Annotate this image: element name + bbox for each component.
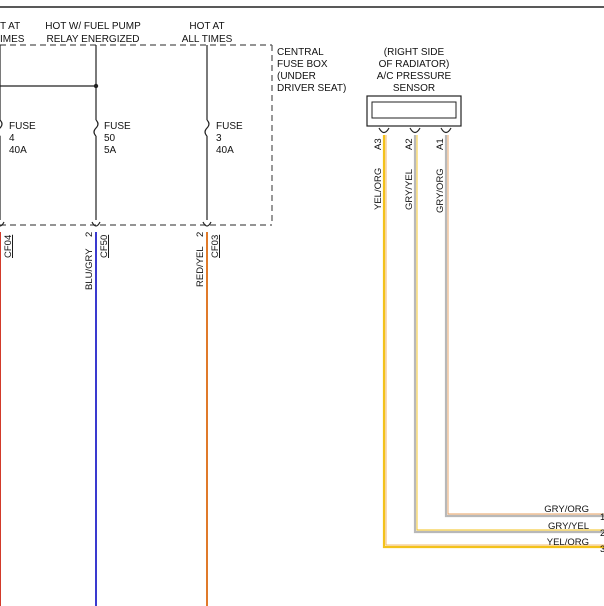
fuse-3-rating: 40A [216,145,234,156]
connector-cf03-pin: 2 [195,232,206,237]
fuse-3-circuit [204,45,210,606]
fuse-3-number: 3 [216,133,222,144]
sensor-wire-a2 [413,135,604,534]
fuse-50-rating: 5A [104,145,117,156]
sensor-wire-a3-base [382,135,604,549]
fuse-box-label-line3: (UNDER [277,71,316,82]
bottom-wire-1-label: GRY/ORG [544,504,589,515]
connector-cf50-pin: 2 [84,232,95,237]
sensor-label-line4: SENSOR [393,83,435,94]
fuse-3-label: FUSE [216,121,243,132]
fuse-50-label: FUSE [104,121,131,132]
sensor-label-line2: OF RADIATOR) [379,59,450,70]
sensor-pin-a3-symbol [378,127,390,134]
sensor-pin-a1-label: A1 [435,138,446,150]
header-middle-line2: RELAY ENERGIZED [47,34,140,45]
sensor-wire-a3 [382,135,604,549]
connector-cf03-id: CF03 [210,235,221,258]
fuse-box-label-line4: DRIVER SEAT) [277,83,346,94]
header-right-line1: HOT AT [189,21,224,32]
header-middle-line1: HOT W/ FUEL PUMP [45,21,141,32]
sensor-pin-a1-symbol [440,127,452,134]
sensor-wire-a1-tracer [447,135,604,515]
sensor-wire-a1-label: GRY/ORG [435,168,446,213]
fuse-4-symbol [0,119,3,136]
connector-cf50-symbol [91,221,101,227]
header-right-line2: ALL TIMES [182,34,233,45]
connector-cf04-symbol [0,221,5,227]
sensor-wire-a1 [444,135,604,518]
fuse-box-label-line2: FUSE BOX [277,59,328,70]
fuse-4-circuit [0,45,3,606]
sensor-body-inner [371,101,457,119]
connector-cf04-id: CF04 [3,235,14,258]
fuse-50-number: 50 [104,133,116,144]
sensor-wire-a2-tracer [416,135,604,531]
bottom-wire-3-label: YEL/ORG [547,537,589,548]
fuse-4-rating: 40A [9,145,27,156]
sensor-label-line3: A/C PRESSURE [377,71,452,82]
wire-cf03-color-label: RED/YEL [195,246,206,287]
bottom-wire-1-pin: 1 [600,512,604,523]
fuse-3-symbol [204,119,210,137]
sensor-wire-a2-label: GRY/YEL [404,169,415,210]
fuse-50-symbol [93,119,99,137]
wire-cf50-color-label: BLU/GRY [84,248,95,290]
sensor-label-line1: (RIGHT SIDE [384,47,445,58]
connector-cf03-symbol [202,221,212,227]
header-left-line1: T AT [0,21,20,32]
sensor-wire-a1-base [444,135,604,518]
fuse-4-label: FUSE [9,121,36,132]
sensor-pin-a3-label: A3 [373,138,384,150]
central-fuse-box [0,44,273,226]
fuse-4-number: 4 [9,133,15,144]
fuse-50-circuit [93,45,99,606]
fuse-box-label-line1: CENTRAL [277,47,324,58]
sensor-wire-a2-base [413,135,604,534]
connector-cf50-id: CF50 [99,235,110,258]
sensor-pin-a2-label: A2 [404,138,415,150]
bottom-wire-2-pin: 2 [600,528,604,539]
sensor-wire-a3-label: YEL/ORG [373,168,384,210]
sensor-pin-a2-symbol [409,127,421,134]
bottom-wire-2-label: GRY/YEL [548,521,589,532]
bottom-wire-3-pin: 3 [600,544,604,555]
header-left-line2: IMES [0,34,25,45]
sensor-wire-a3-tracer [385,135,604,546]
